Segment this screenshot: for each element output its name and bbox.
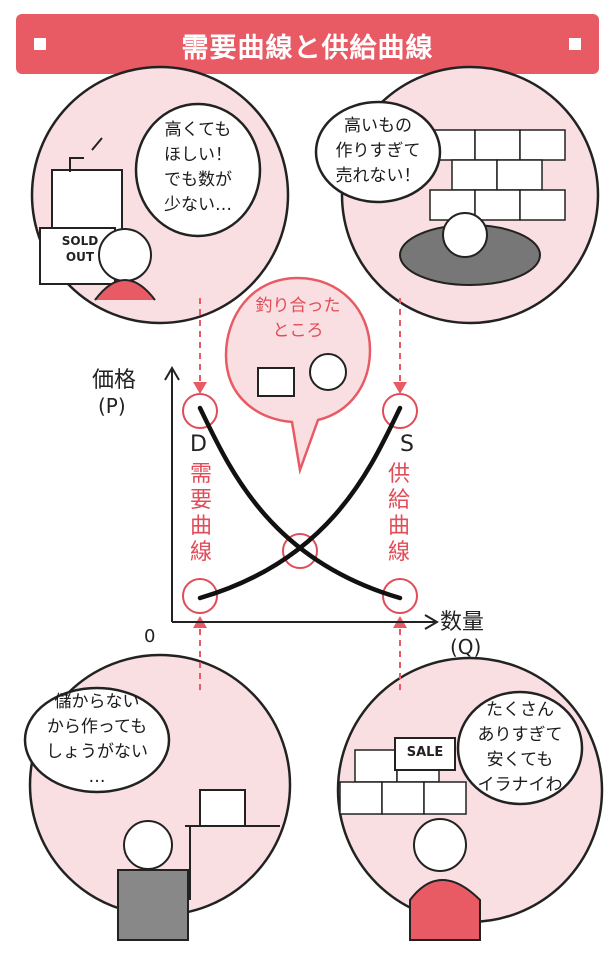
equilibrium-point: [282, 533, 318, 569]
y-axis-unit: (P): [98, 394, 126, 418]
bubble-top-right-text: 高いもの作りすぎて売れない！: [335, 116, 421, 186]
page-title: 需要曲線と供給曲線: [181, 33, 434, 64]
sale-sign: SALE: [406, 745, 444, 760]
bubble-center: [224, 276, 372, 475]
x-axis-label: 数量: [440, 610, 485, 635]
bubble-top-right: [314, 100, 442, 204]
bubble-top-left-text: 高くてもほしい！でも数が少ない…: [164, 120, 232, 215]
bubble-bottom-right: [456, 690, 584, 806]
origin-label: 0: [144, 626, 156, 647]
demand-letter: D: [190, 432, 207, 457]
supply-letter: S: [400, 432, 414, 457]
supply-high-point: [382, 393, 418, 429]
bubbles: [23, 100, 584, 806]
bubble-bottom-left: [23, 686, 171, 794]
y-axis-label: 価格: [92, 368, 137, 393]
bubble-top-left: [134, 102, 262, 238]
supply-low-point: [182, 578, 218, 614]
axes: [164, 366, 439, 630]
banner-square-left: [34, 38, 46, 50]
x-axis-unit: (Q): [450, 635, 482, 659]
demand-curve: [197, 405, 403, 601]
title-banner: 需要曲線と供給曲線: [16, 14, 599, 74]
demand-curve-label: 需要曲線: [189, 462, 212, 565]
point-circles: [182, 393, 418, 614]
banner-square-right: [569, 38, 581, 50]
demand-high-point: [182, 393, 218, 429]
bubble-center-text: 釣り合ったところ: [255, 296, 341, 341]
curves: [197, 405, 403, 601]
bubble-bottom-right-text: たくさんありすぎて安くてもイラナイわ: [477, 700, 563, 795]
connectors: [199, 298, 401, 695]
supply-curve-label: 供給曲線: [387, 462, 410, 565]
bubble-bottom-left-text: 儲からないから作ってもしょうがない…: [46, 692, 148, 787]
demand-low-point: [382, 578, 418, 614]
supply-curve: [197, 405, 403, 601]
